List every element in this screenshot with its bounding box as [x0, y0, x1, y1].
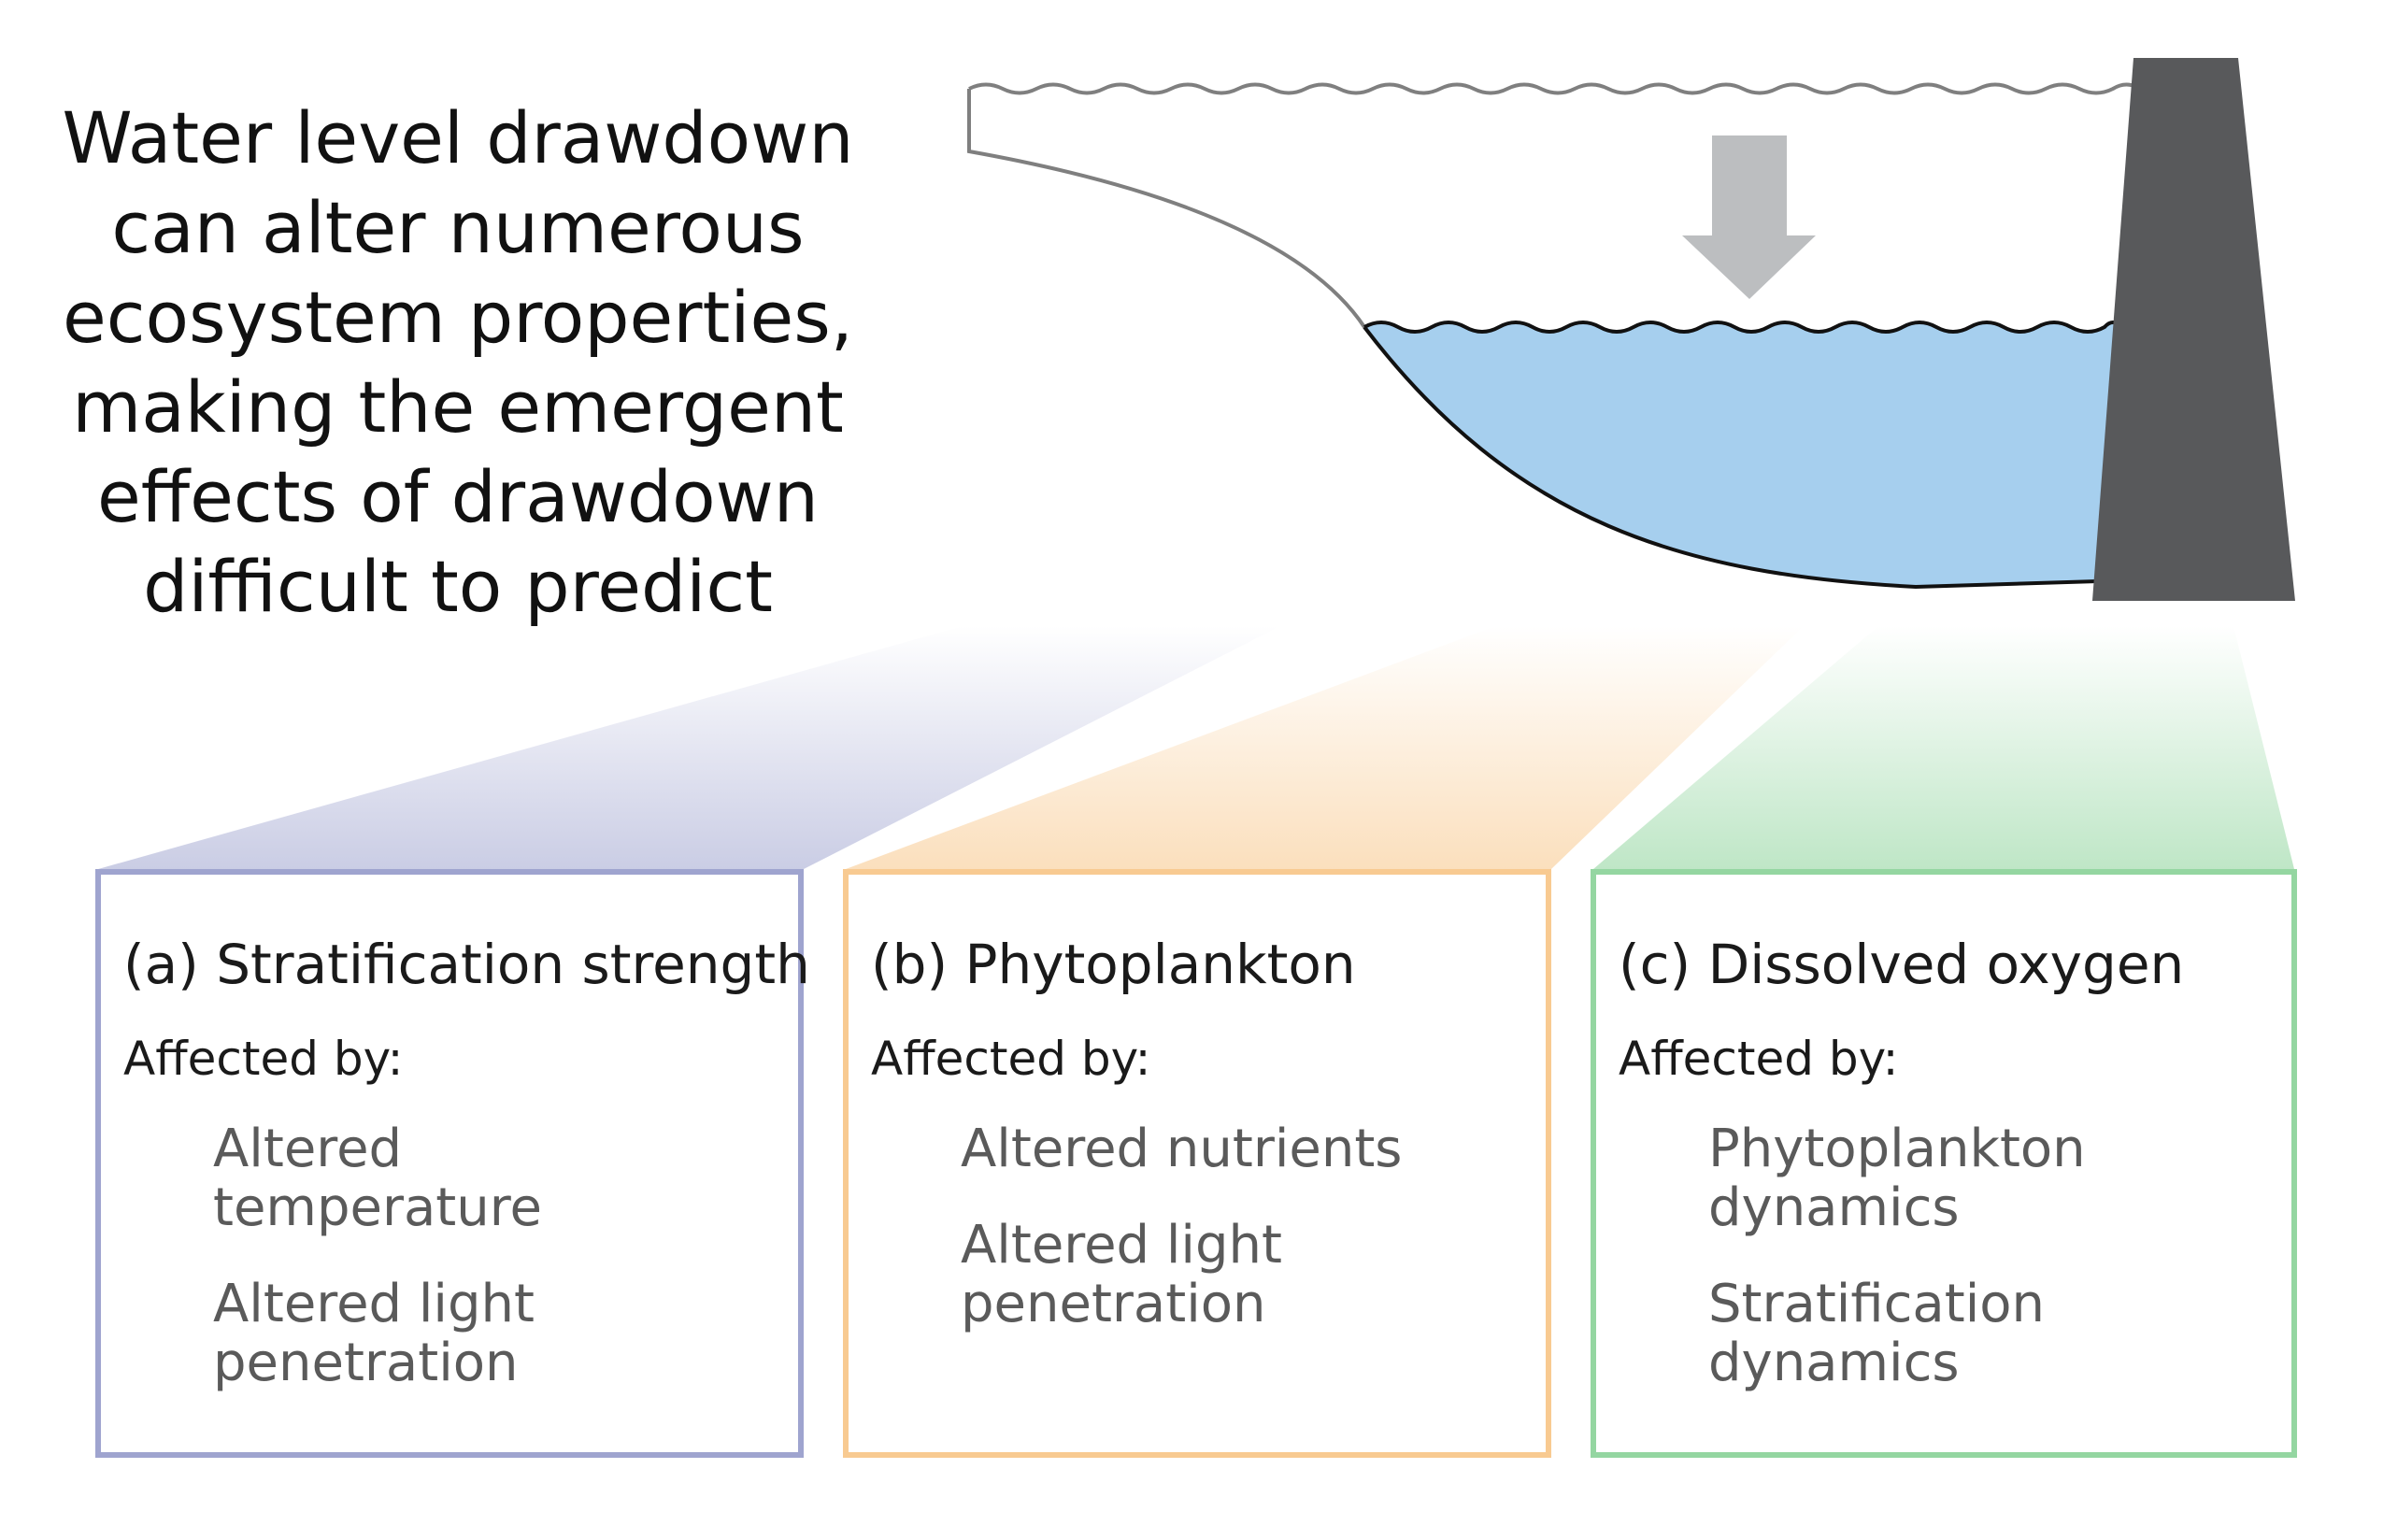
lowered-water-surface	[1363, 321, 2123, 334]
drawdown-arrow-icon	[1682, 135, 1816, 299]
factor-item: Altered temperature	[213, 1119, 789, 1237]
box-subtitle: Affected by:	[1619, 1032, 1899, 1086]
box-subtitle: Affected by:	[123, 1032, 404, 1086]
phytoplankton-box: (b) Phytoplankton Affected by: Altered n…	[843, 869, 1551, 1458]
factor-line: temperature	[213, 1177, 542, 1238]
factor-line: penetration	[961, 1274, 1266, 1334]
original-water-surface	[968, 82, 2142, 95]
headline-line: difficult to predict	[143, 545, 773, 628]
factor-line: dynamics	[1708, 1177, 1960, 1238]
factor-item: Phytoplankton dynamics	[1708, 1119, 2282, 1237]
box-title: (b) Phytoplankton	[871, 933, 1356, 996]
reservoir-bank	[967, 89, 1366, 329]
headline-line: can alter numerous	[111, 186, 805, 269]
box-subtitle: Affected by:	[871, 1032, 1151, 1086]
box-title: (a) Stratification strength	[123, 933, 810, 996]
box-title: (c) Dissolved oxygen	[1619, 933, 2185, 996]
factor-line: dynamics	[1708, 1333, 1960, 1393]
stratification-box: (a) Stratification strength Affected by:…	[95, 869, 810, 1458]
zoom-wedge-stratification	[98, 626, 1280, 869]
factor-line: Stratification	[1708, 1274, 2046, 1334]
factor-line: Phytoplankton	[1708, 1119, 2086, 1179]
zoom-wedge-oxygen	[1593, 626, 2294, 869]
headline-text: Water level drawdown can alter numerous …	[37, 93, 878, 632]
dissolved-oxygen-box: (c) Dissolved oxygen Affected by: Phytop…	[1591, 869, 2297, 1458]
factor-item: Altered light penetration	[213, 1275, 789, 1392]
factor-line: Altered light	[961, 1215, 1282, 1276]
headline-line: Water level drawdown	[62, 96, 854, 179]
headline-line: making the emergent	[72, 365, 844, 449]
factor-list: Altered nutrients Altered light penetrat…	[961, 1119, 1536, 1371]
factor-line: Altered	[213, 1119, 403, 1179]
reservoir-bed	[1363, 325, 2099, 590]
dam-wall	[2092, 58, 2295, 601]
factor-item: Altered light penetration	[961, 1216, 1536, 1333]
factor-list: Phytoplankton dynamics Stratification dy…	[1708, 1119, 2282, 1430]
lowered-water-body	[1364, 322, 2121, 587]
zoom-wedge-phytoplankton	[846, 626, 1804, 869]
factor-line: Altered nutrients	[961, 1119, 1403, 1179]
headline-line: effects of drawdown	[97, 455, 819, 538]
factor-list: Altered temperature Altered light penetr…	[213, 1119, 789, 1430]
headline-line: ecosystem properties,	[63, 276, 853, 359]
factor-line: Altered light	[213, 1274, 535, 1334]
factor-item: Stratification dynamics	[1708, 1275, 2282, 1392]
factor-item: Altered nutrients	[961, 1119, 1536, 1178]
factor-line: penetration	[213, 1333, 519, 1393]
